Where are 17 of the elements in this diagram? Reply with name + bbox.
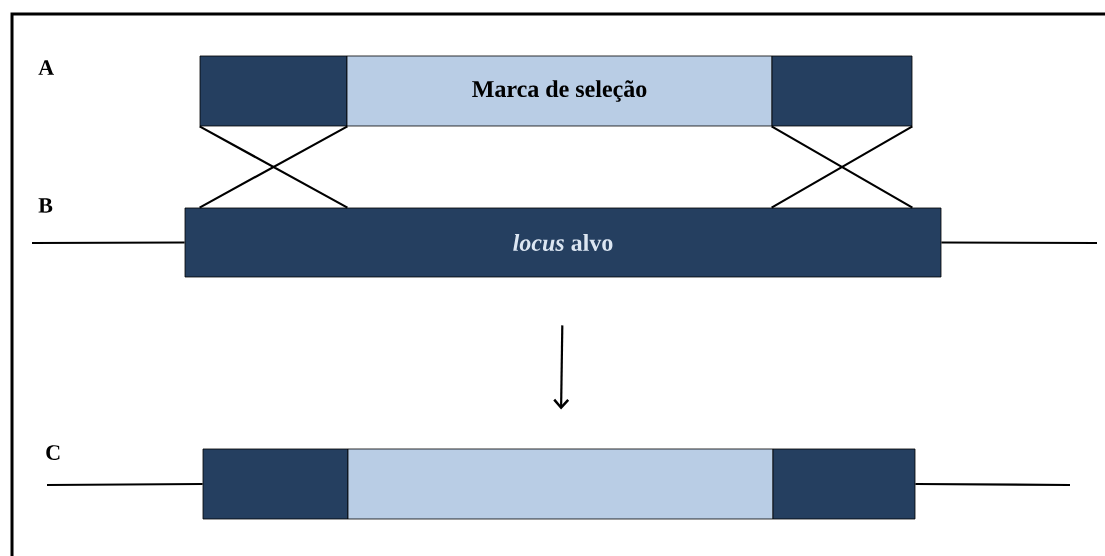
dna-strand bbox=[47, 482, 203, 487]
crossover-lines bbox=[198, 125, 349, 209]
gene-box: locus alvo bbox=[184, 207, 942, 278]
row-letter: B bbox=[38, 198, 53, 213]
gene-segment bbox=[347, 448, 774, 520]
row-letter: C bbox=[46, 445, 60, 460]
gene-segment bbox=[199, 55, 348, 127]
arrow bbox=[553, 325, 570, 410]
gene-box: Marca de seleção bbox=[346, 55, 773, 127]
row-letter: A bbox=[38, 60, 54, 75]
gene-segment bbox=[772, 448, 916, 520]
gene-segment bbox=[202, 448, 349, 520]
crossover-lines bbox=[770, 125, 914, 209]
dna-strand bbox=[941, 241, 1097, 245]
gene-segment bbox=[771, 55, 913, 127]
dna-strand bbox=[915, 482, 1070, 487]
dna-strand bbox=[32, 241, 185, 245]
